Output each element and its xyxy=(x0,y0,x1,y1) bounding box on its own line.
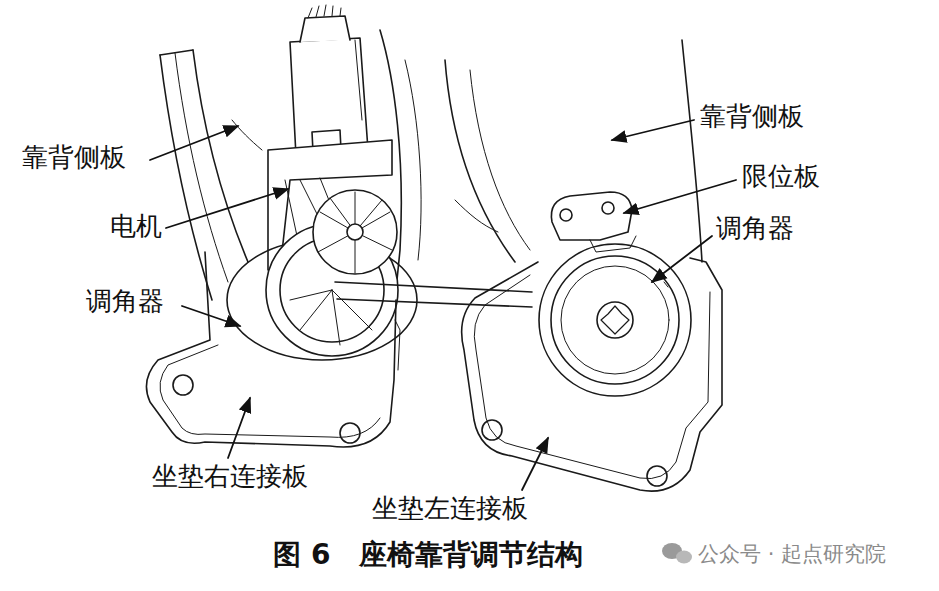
part-label: 电机 xyxy=(108,212,164,242)
panel-edge xyxy=(405,60,421,260)
leader-line xyxy=(624,180,736,213)
motor-gear xyxy=(308,5,341,18)
side-plate-edge xyxy=(455,200,498,232)
side-plate-edge xyxy=(470,70,530,250)
plate-hole xyxy=(173,375,193,395)
plate-hole xyxy=(482,420,502,440)
panel-edge xyxy=(232,120,262,150)
plate-hole xyxy=(340,423,360,443)
right-connection-plate xyxy=(146,252,396,447)
limit-plate xyxy=(551,192,632,240)
side-plate-edge xyxy=(682,40,702,262)
leader-line xyxy=(182,306,240,326)
leader-line xyxy=(652,236,712,282)
plate-hole xyxy=(560,209,572,221)
recliner-hub xyxy=(597,302,633,338)
sync-rod xyxy=(335,282,532,307)
leader-line xyxy=(612,120,694,140)
side-plate-edge xyxy=(160,50,193,55)
side-plate-edge xyxy=(193,50,248,262)
side-plate-edge xyxy=(175,53,228,282)
part-label: 靠背侧板 xyxy=(698,102,806,132)
recliner-spokes xyxy=(290,290,372,345)
side-plate-edge xyxy=(445,60,515,262)
right-connection-plate xyxy=(395,320,400,370)
part-label: 限位板 xyxy=(740,162,822,192)
recliner-hub xyxy=(347,224,363,240)
motor-gear xyxy=(300,16,350,42)
part-label: 调角器 xyxy=(84,287,166,317)
leader-line xyxy=(228,398,250,458)
part-label: 靠背侧板 xyxy=(20,143,128,173)
leader-lines xyxy=(150,120,736,490)
part-label: 坐垫左连接板 xyxy=(370,494,530,524)
leader-line xyxy=(522,438,548,490)
recliner-hub xyxy=(601,306,629,334)
plate-hole xyxy=(602,202,614,214)
recliner-mark xyxy=(664,282,668,287)
recliner-right xyxy=(539,244,691,396)
figure-caption: 图 6 座椅靠背调节结构 xyxy=(273,536,582,574)
leader-line xyxy=(166,189,288,228)
watermark: 公众号 · 起点研究院 xyxy=(698,540,886,568)
part-label: 坐垫右连接板 xyxy=(150,462,310,492)
leader-line xyxy=(150,126,238,160)
recliner-spokes xyxy=(318,192,392,273)
limit-plate xyxy=(590,236,636,252)
recliner-gear xyxy=(313,190,397,274)
part-label: 调角器 xyxy=(714,214,796,244)
plate-hole xyxy=(647,466,667,486)
watermark-icon xyxy=(662,543,692,564)
side-plate-edge xyxy=(160,55,212,300)
motor-body xyxy=(355,40,362,120)
